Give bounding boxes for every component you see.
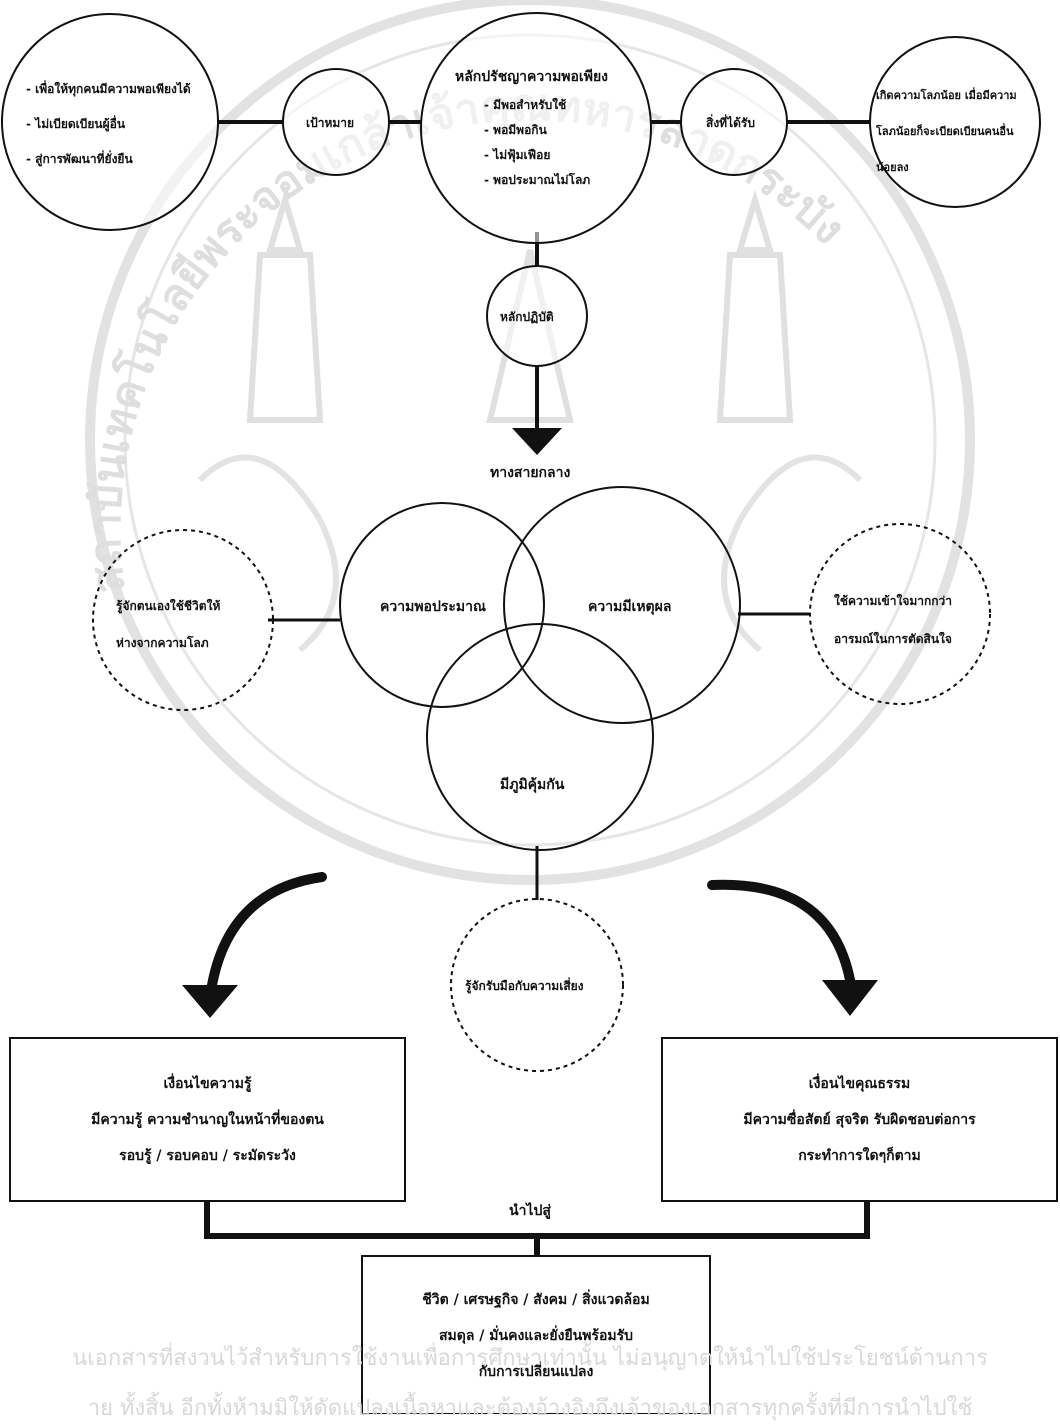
- knowledge-line-2: รอบรู้ / รอบคอบ / ระมัดระวัง: [119, 1148, 296, 1164]
- side-left-line-1: รู้จักตนเองใช้ชีวิตให้: [116, 599, 221, 613]
- knowledge-box: เงื่อนไขความรู้ มีความรู้ ความชำนาญในหน้…: [10, 1066, 405, 1174]
- virtue-line-2: กระทำการใดๆก็ตาม: [798, 1148, 921, 1164]
- goal-list-item-1: - เพื่อให้ทุกคนมีความพอเพียงได้: [26, 82, 191, 96]
- philosophy-item-3: - ไม่ฟุ้มเฟือย: [484, 148, 551, 162]
- received-label: สิ่งที่ได้รับ: [706, 116, 755, 130]
- received-line-2: โลภน้อยก็จะเบียดเบียนคนอื่น: [876, 125, 1014, 138]
- result-line-2: สมดุล / มั่นคงและยั่งยืนพร้อมรับ: [438, 1328, 634, 1344]
- virtue-title: เงื่อนไขคุณธรรม: [808, 1076, 911, 1092]
- philosophy-item-4: - พอประมาณไม่โลภ: [484, 173, 591, 187]
- goal-list-item-3: - สู่การพัฒนาที่ยั่งยืน: [26, 152, 133, 166]
- goal-list-item-2: - ไม่เบียดเบียนผู้อื่น: [26, 117, 126, 131]
- result-line-1: ชีวิต / เศรษฐกิจ / สังคม / สิ่งแวดล้อม: [422, 1292, 650, 1308]
- side-left-line-2: ห่างจากความโลภ: [116, 636, 209, 650]
- watermark-footer-line-1: นเอกสารที่สงวนไว้สำหรับการใช้งานเพื่อการ…: [72, 1346, 988, 1371]
- venn-immunity: มีภูมิคุ้มกัน: [500, 777, 565, 793]
- side-right-line-2: อารมณ์ในการตัดสินใจ: [834, 632, 952, 646]
- virtue-line-1: มีความซื่อสัตย์ สุจริต รับผิดชอบต่อการ: [743, 1112, 976, 1128]
- philosophy-item-1: - มีพอสำหรับใช้: [484, 98, 567, 112]
- result-box: ชีวิต / เศรษฐกิจ / สังคม / สิ่งแวดล้อม ส…: [362, 1282, 710, 1390]
- goal-label: เป้าหมาย: [306, 116, 355, 130]
- knowledge-title: เงื่อนไขความรู้: [163, 1076, 252, 1092]
- virtue-box: เงื่อนไขคุณธรรม มีความซื่อสัตย์ สุจริต ร…: [662, 1066, 1057, 1174]
- philosophy-item-2: - พอมีพอกิน: [484, 123, 547, 137]
- knowledge-line-1: มีความรู้ ความชำนาญในหน้าที่ของตน: [91, 1112, 324, 1128]
- venn-moderation: ความพอประมาณ: [380, 599, 486, 615]
- risk-label: รู้จักรับมือกับความเสี่ยง: [465, 979, 584, 993]
- received-line-1: เกิดความโลภน้อย เมื่อมีความ: [876, 89, 1017, 102]
- watermark-footer-line-2: าย ทั้งสิ้น อีกทั้งห้ามมิให้ดัดแปลงเนื้อ…: [87, 1396, 973, 1421]
- received-line-3: น้อยลง: [876, 161, 909, 174]
- practice-label: หลักปฏิบัติ: [500, 310, 554, 324]
- result-line-3: กับการเปลี่ยนแปลง: [478, 1364, 594, 1380]
- middle-way-label: ทางสายกลาง: [490, 465, 571, 481]
- leads-to-label: นำไปสู่: [509, 1203, 551, 1219]
- philosophy-title: หลักปรัชญาความพอเพียง: [455, 69, 608, 85]
- venn-reason: ความมีเหตุผล: [588, 599, 672, 615]
- side-right-line-1: ใช้ความเข้าใจมากกว่า: [834, 594, 953, 608]
